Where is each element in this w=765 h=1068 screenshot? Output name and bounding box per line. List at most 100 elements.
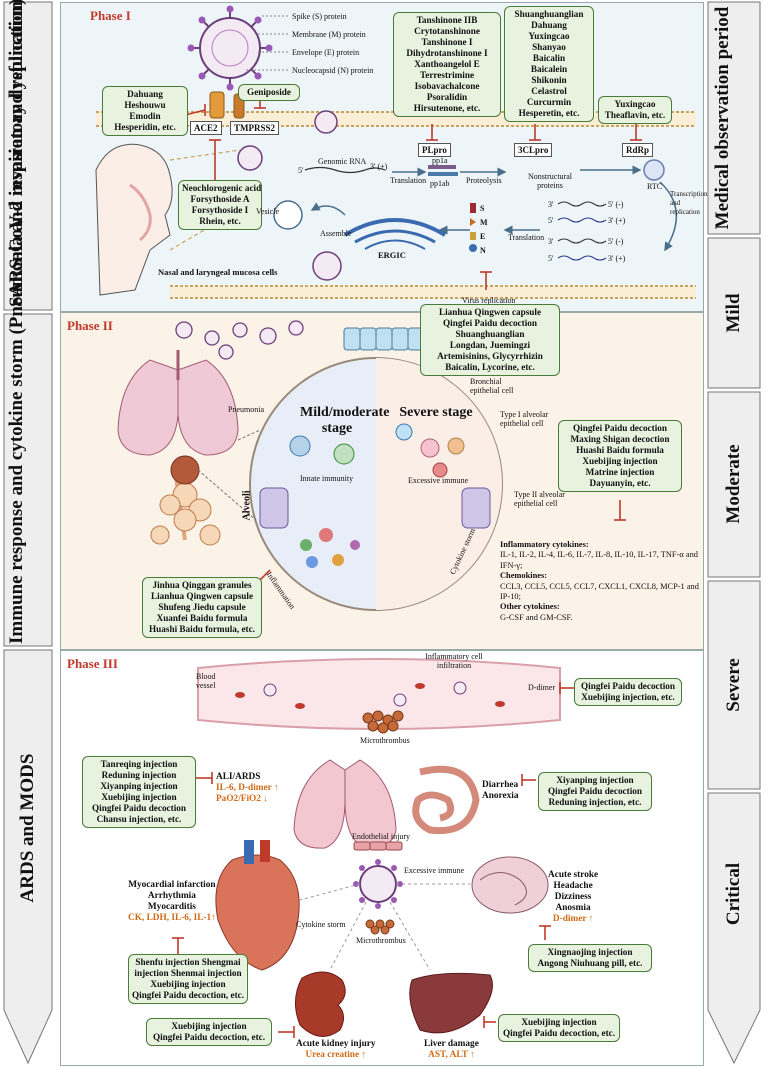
label-struct-s: S: [480, 204, 485, 213]
gut-marker: Diarrhea Anorexia: [482, 780, 519, 802]
blood-vessel: [197, 658, 561, 730]
lungs-graphic-2: [293, 759, 397, 849]
label-genomic-rna: Genomic RNA: [318, 157, 367, 166]
label-spike: Spike (S) protein: [292, 12, 347, 21]
heart-marker-values: CK, LDH, IL-6, IL-1↑: [128, 913, 216, 923]
virus-central: [353, 859, 403, 909]
intestine-graphic: [412, 765, 480, 835]
enzyme-3clpro: 3CLpro: [514, 143, 553, 157]
label-type1: Type I alveolar epithelial cell: [500, 410, 549, 428]
stage-severe: Severe stage: [399, 405, 473, 420]
gut-marker-1: Diarrhea: [482, 780, 519, 790]
label-envelope-protein: Envelope (E) protein: [292, 48, 360, 57]
label-ergic: ERGIC: [378, 250, 406, 260]
phase1-title: Phase I: [90, 8, 131, 23]
label-rna-2b: 3' (+): [608, 216, 626, 225]
label-cytokine-storm-3: Cytokine storm: [296, 920, 346, 929]
heart-marker-1: Myocardial infarction: [128, 880, 216, 890]
label-excessive-immune-3: Excessive immune: [404, 866, 465, 875]
kidney-graphic: [295, 971, 346, 1037]
kidney-marker-value: Urea creatine ↑: [305, 1050, 367, 1060]
brain-marker-3: Dizziness: [554, 892, 592, 902]
label-5prime: 5': [298, 166, 304, 175]
liver-graphic: [409, 972, 493, 1034]
label-nucleocapsid: Nucleocapsid (N) protein: [292, 66, 374, 75]
liver-marker-value: AST, ALT ↑: [428, 1050, 475, 1060]
phase2-title: Phase II: [67, 318, 113, 333]
label-innate: Innate immunity: [300, 474, 354, 483]
label-pp1ab: pp1ab: [430, 179, 450, 188]
label-struct-n: N: [480, 246, 486, 255]
cytokine-list: Inflammatory cytokines: IL-1, IL-2, IL-4…: [500, 540, 700, 623]
label-endothelial: Endothelial injury: [352, 832, 410, 841]
label-3prime: 3' (+): [370, 162, 388, 171]
brain-marker-1: Acute stroke: [548, 870, 599, 880]
heart-marker: Myocardial infarction Arrhythmia Myocard…: [128, 880, 216, 924]
label-vesicle: Vesicle: [256, 207, 280, 216]
label-struct-e: E: [480, 232, 486, 241]
cell-membrane-bottom: [170, 285, 696, 299]
phase3-title: Phase III: [67, 656, 118, 671]
label-rtc: RTC: [647, 182, 663, 191]
label-nasal-cells: Nasal and laryngeal mucosa cells: [158, 267, 278, 277]
liver-marker-title: Liver damage: [424, 1039, 479, 1049]
label-membrane-protein: Membrane (M) protein: [292, 30, 366, 39]
receptor-ace2: ACE2: [190, 121, 222, 135]
receptor-tmprss2: TMPRSS2: [230, 121, 280, 135]
stage-mild: Mild/moderate stage: [300, 405, 390, 436]
label-rna-1b: 5' (-): [608, 200, 624, 209]
label-microthrombus-2: Microthrombus: [356, 936, 406, 945]
virus-main: [187, 5, 273, 91]
cytokine-inflammatory: IL-1, IL-2, IL-4, IL-6, IL-7, IL-8, IL-1…: [500, 550, 698, 570]
brain-marker-4: Anosmia: [555, 903, 591, 913]
label-rna-3a: 3': [548, 237, 554, 246]
lungs-graphic: [117, 350, 239, 456]
cytokine-chemokines: CCL3, CCL5, CCL5, CCL7, CXCL1, CXCL8, MC…: [500, 581, 699, 602]
kidney-marker: Acute kidney injury Urea creatine ↑: [296, 1039, 376, 1061]
label-type2: Type II alveolar epithelial cell: [514, 490, 565, 508]
label-proteolysis: Proteolysis: [466, 176, 502, 185]
cytokine-other: G-CSF and GM-CSF.: [500, 612, 573, 622]
label-pp1a: pp1a: [432, 156, 448, 165]
enzyme-rdrp: RdRp: [622, 143, 654, 157]
label-microthrombus: Microthrombus: [360, 736, 410, 745]
label-translation-2: Translation: [508, 233, 545, 242]
cytokine-inflammatory-title: Inflammatory cytokines:: [500, 540, 589, 549]
label-d-dimer: D-dimer: [528, 683, 556, 692]
gut-marker-2: Anorexia: [482, 791, 519, 801]
lung-marker-line2: PaO2/FiO2 ↓: [216, 794, 268, 804]
label-rna-3b: 5' (-): [608, 237, 624, 246]
label-pneumonia: Pneumonia: [228, 405, 264, 414]
alveoli-cluster: [150, 455, 221, 546]
enzyme-plpro: PLpro: [418, 143, 451, 157]
brain-marker-value: D-dimer ↑: [552, 914, 594, 924]
label-rna-1a: 3': [548, 200, 554, 209]
kidney-marker-title: Acute kidney injury: [296, 1039, 376, 1049]
label-rna-4b: 3' (+): [608, 254, 626, 263]
label-rna-2a: 5': [548, 216, 554, 225]
cytokine-chemokines-title: Chemokines:: [500, 571, 547, 581]
brain-marker: Acute stroke Headache Dizziness Anosmia …: [548, 870, 598, 925]
label-transcription: Transcription and replication: [670, 190, 708, 216]
cytokine-other-title: Other cytokines:: [500, 602, 560, 612]
label-blood-vessel: Blood vessel: [196, 672, 216, 690]
heart-marker-3: Myocarditis: [147, 902, 196, 912]
label-inflammatory-infiltration: Inflammatory cell infiltration: [425, 652, 483, 670]
lung-marker-title: ALI/ARDS: [216, 772, 261, 782]
brain-graphic: [471, 856, 549, 914]
heart-graphic: [215, 840, 300, 971]
